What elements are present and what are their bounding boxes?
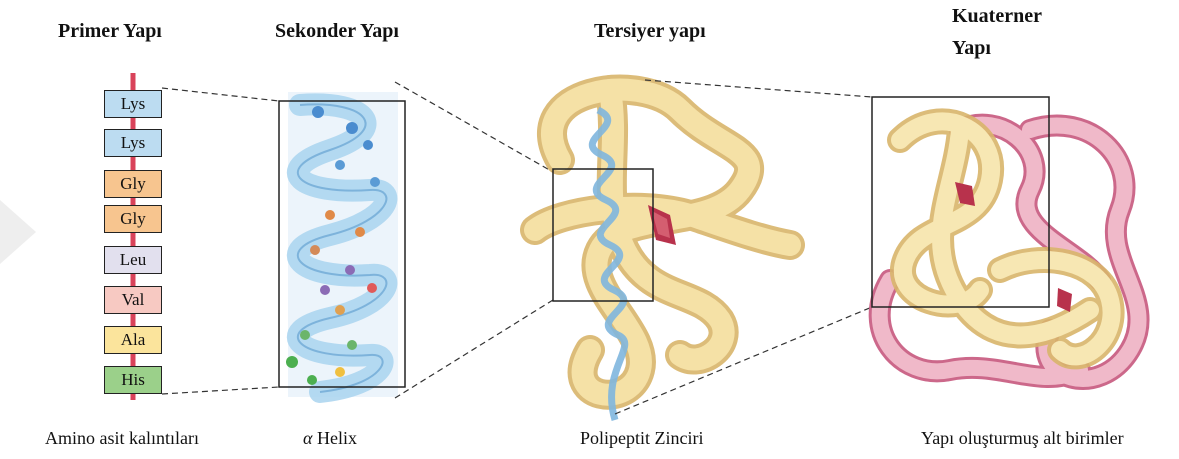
primary-caption: Amino asit kalıntıları: [45, 428, 199, 449]
connector-primary-top: [162, 88, 279, 101]
quaternary-caption: Yapı oluşturmuş alt birimler: [921, 428, 1124, 449]
connector-primary-bottom: [162, 387, 279, 394]
amino-acid-box: Ala: [104, 326, 162, 354]
quaternary-subunits-illustration: [880, 121, 1139, 378]
amino-acid-box: Lys: [104, 129, 162, 157]
amino-acid-box: Lys: [104, 90, 162, 118]
amino-acid-box: Leu: [104, 246, 162, 274]
tertiary-caption: Polipeptit Zinciri: [580, 428, 704, 449]
connector-secondary-bottom: [395, 300, 553, 398]
alpha-symbol: α: [303, 428, 312, 448]
tertiary-chain-illustration: [535, 90, 790, 420]
amino-acid-box: His: [104, 366, 162, 394]
amino-acid-box: Gly: [104, 170, 162, 198]
helix-label: Helix: [317, 428, 357, 448]
connector-secondary-top: [395, 82, 553, 172]
amino-acid-box: Gly: [104, 205, 162, 233]
secondary-caption: α Helix: [303, 428, 357, 449]
alpha-helix-illustration: [286, 92, 398, 397]
amino-acid-box: Val: [104, 286, 162, 314]
